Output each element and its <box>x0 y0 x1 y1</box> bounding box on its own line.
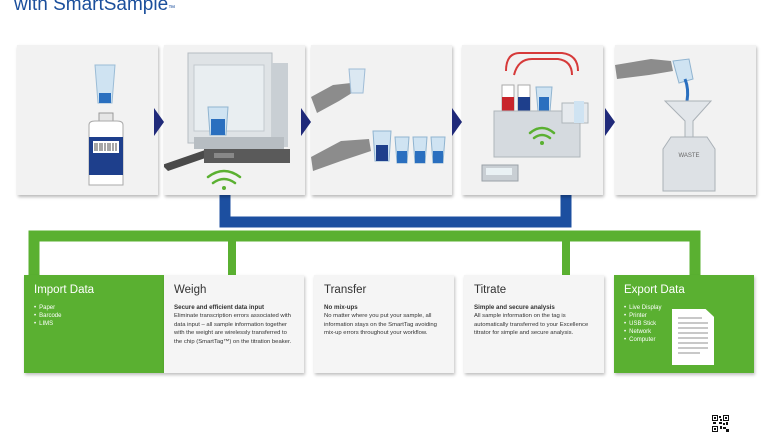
sample-bottle-icon <box>88 112 124 186</box>
waste-container-icon <box>662 136 716 192</box>
card-body: All sample information on the tag is aut… <box>474 313 589 337</box>
funnel-icon <box>663 100 713 138</box>
card-titrate: Titrate Simple and secure analysis All s… <box>464 275 604 373</box>
waste-label: WASTE <box>678 153 700 159</box>
wireless-signal-icon <box>206 169 242 190</box>
card-subtitle: No mix-ups <box>324 304 358 311</box>
card-subtitle: Simple and secure analysis <box>474 304 555 311</box>
list-item: USB Stick <box>624 320 746 328</box>
card-body: No matter where you put your sample, all… <box>324 313 437 337</box>
qr-code-icon[interactable] <box>712 415 729 432</box>
export-target-list: Live Display Printer USB Stick Network C… <box>624 304 746 344</box>
panel-bottle-beaker <box>17 45 158 195</box>
balance-icon <box>164 52 290 171</box>
wireless-signal-icon <box>528 126 556 145</box>
card-title: Export Data <box>624 284 685 296</box>
hand-holding-beaker-icon <box>311 68 366 113</box>
card-transfer: Transfer No mix-ups No matter where you … <box>314 275 454 373</box>
card-title: Titrate <box>474 284 507 296</box>
list-item: Computer <box>624 336 746 344</box>
card-title: Weigh <box>174 284 207 296</box>
beaker-icon <box>94 64 116 104</box>
card-export-data: Export Data Live Display Printer USB Sti… <box>614 275 754 373</box>
list-item: LIMS <box>34 320 156 328</box>
panel-transfer <box>311 45 452 195</box>
panel-titrator <box>462 45 603 195</box>
arrow-right-icon <box>154 108 164 136</box>
card-title: Import Data <box>34 284 95 296</box>
card-subtitle: Secure and efficient data input <box>174 304 265 311</box>
list-item: Live Display <box>624 304 746 312</box>
panel-balance <box>164 45 305 195</box>
arrow-right-icon <box>452 108 462 136</box>
wireless-link-line <box>219 195 572 228</box>
card-body: Eliminate transcription errors associate… <box>174 313 292 345</box>
import-source-list: Paper Barcode LIMS <box>34 304 156 328</box>
data-path-line <box>28 230 701 277</box>
card-import-data: Import Data Paper Barcode LIMS <box>24 275 164 373</box>
list-item: Barcode <box>34 312 156 320</box>
list-item: Printer <box>624 312 746 320</box>
document-icon <box>672 309 714 365</box>
hand-pouring-icon <box>615 58 694 102</box>
hand-placing-beaker-icon <box>311 130 392 171</box>
titrator-icon <box>481 52 589 182</box>
arrow-right-icon <box>605 108 615 136</box>
panel-waste: WASTE <box>615 45 756 195</box>
arrow-right-icon <box>301 108 311 136</box>
card-weigh: Weigh Secure and efficient data input El… <box>164 275 304 373</box>
list-item: Network <box>624 328 746 336</box>
list-item: Paper <box>34 304 156 312</box>
card-title: Transfer <box>324 284 367 296</box>
page-heading: with SmartSample™ <box>14 0 176 15</box>
